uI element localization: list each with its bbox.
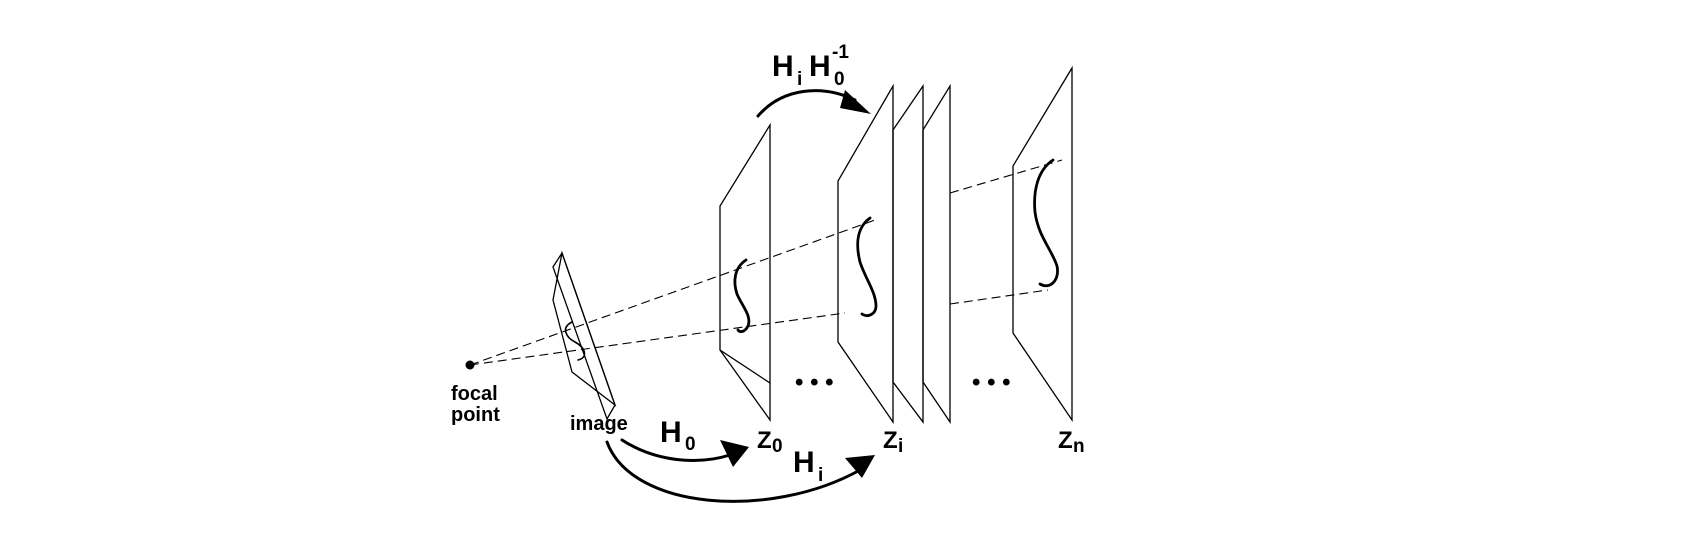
arrow-top-head (840, 90, 871, 114)
plane-stack-2 (922, 83, 951, 425)
plane-z0-edge (719, 349, 771, 423)
curve-zi (856, 216, 878, 317)
label-h0-base: H (660, 416, 682, 449)
ellipsis-right: • • • (972, 369, 1011, 396)
image-plane-face (552, 250, 617, 407)
ray-upper (469, 219, 876, 366)
arrow-hi-head (845, 455, 875, 478)
label-h0-sub: 0 (685, 434, 696, 455)
label-z0-base: Z (757, 427, 772, 454)
arrow-hi (605, 440, 862, 503)
label-hi-sub: i (818, 465, 823, 486)
arrow-h0-head (720, 440, 749, 467)
label-top-h1-sub: i (797, 69, 802, 90)
ray-upper-far (949, 159, 1063, 194)
plane-stack-1 (892, 83, 924, 424)
label-zn-base: Z (1058, 427, 1073, 454)
label-hi-base: H (793, 446, 815, 479)
label-zn-sub: n (1073, 436, 1085, 457)
curve-z0 (733, 258, 751, 334)
label-top-h1-base: H (772, 50, 794, 83)
arrow-h0 (620, 438, 732, 462)
plane-zn (1012, 65, 1073, 423)
label-top-h2-sup: -1 (832, 42, 849, 63)
curve-zn (1033, 158, 1059, 288)
curve-image (564, 321, 586, 361)
label-zi-sub: i (898, 436, 903, 457)
plane-zi (837, 83, 894, 425)
label-zi-base: Z (883, 427, 898, 454)
label-focal-2: point (451, 404, 500, 426)
label-image: image (570, 413, 628, 435)
ellipsis-left: • • • (795, 369, 834, 396)
ray-lower-far (949, 289, 1049, 305)
label-z0-sub: 0 (772, 436, 783, 457)
label-top-h2-sub: 0 (834, 69, 845, 90)
label-top-h2-base: H (809, 50, 831, 83)
plane-z0 (719, 122, 771, 385)
arrow-top (756, 89, 857, 118)
label-focal-1: focal (451, 383, 498, 405)
ray-lower (469, 312, 846, 366)
